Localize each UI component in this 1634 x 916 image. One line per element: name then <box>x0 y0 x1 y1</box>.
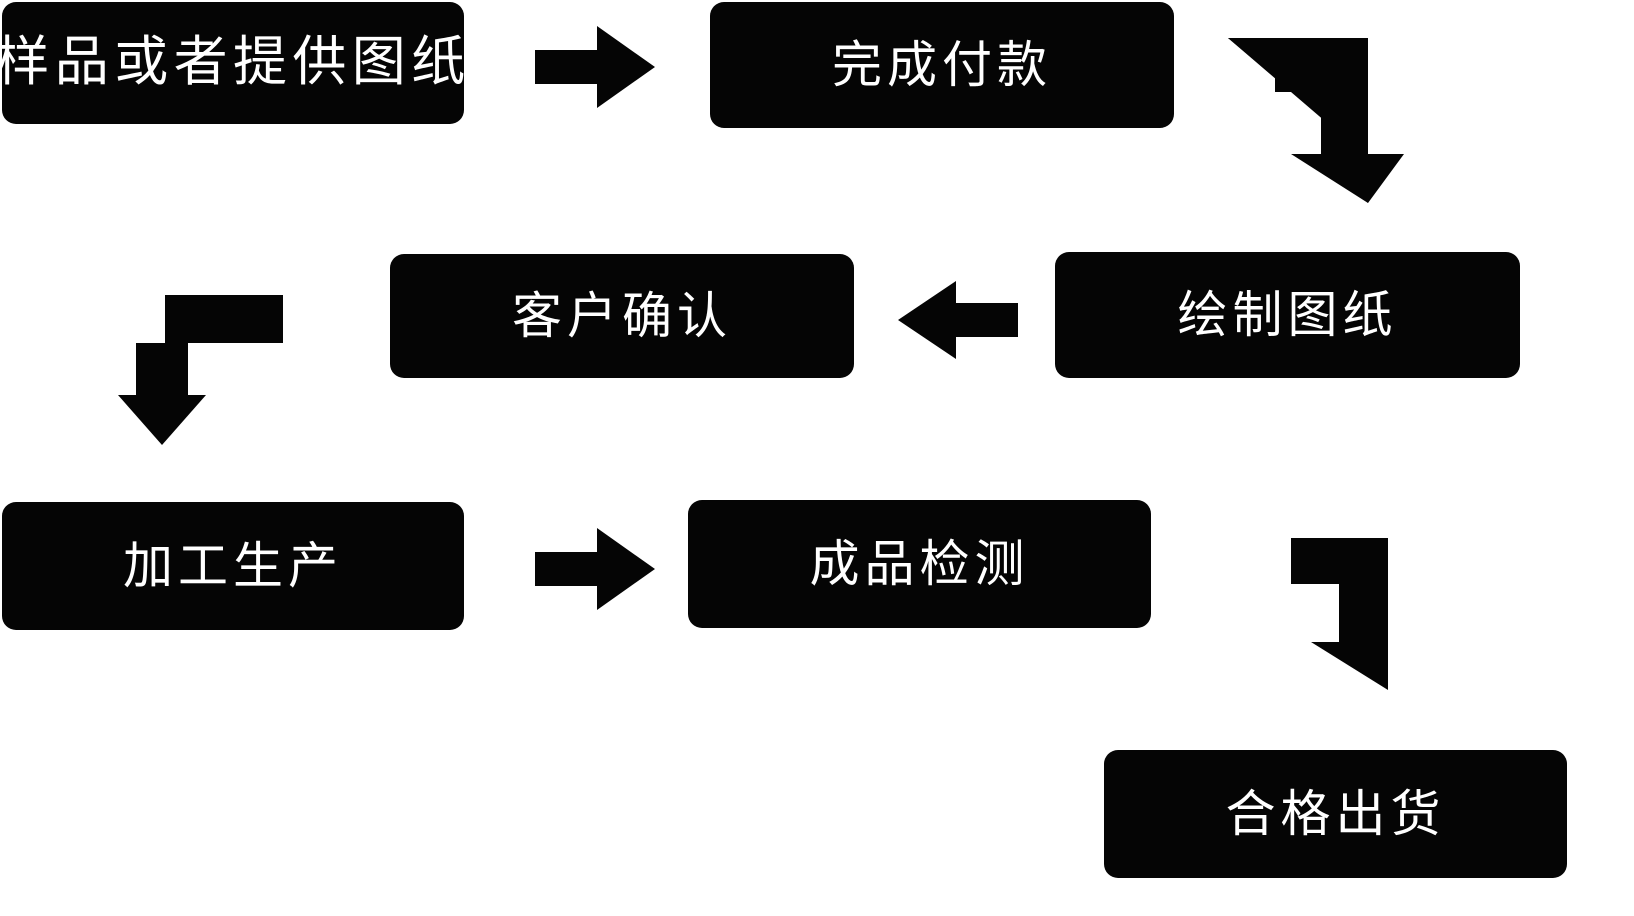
arrow-elbow-left-down-icon-confirm-to-production <box>118 295 283 445</box>
flow-node-qualified-shipment[interactable]: 合格出货 <box>1104 750 1567 878</box>
arrow-elbow-right-down-icon-inspection-to-shipment <box>1243 538 1388 690</box>
flow-node-finished-product-inspection[interactable]: 成品检测 <box>688 500 1151 628</box>
flow-node-processing-production[interactable]: 加工生产 <box>2 502 464 630</box>
flow-node-label: 合格出货 <box>1225 785 1446 842</box>
flow-node-label: 客户确认 <box>512 287 732 344</box>
arrow-elbow-right-down-icon-payment-to-drawing <box>1228 38 1404 203</box>
flow-node-complete-payment[interactable]: 完成付款 <box>710 2 1174 128</box>
flow-node-label: 成品检测 <box>809 535 1030 592</box>
flow-node-label: 绘制图纸 <box>1177 286 1398 343</box>
flow-node-customer-confirm[interactable]: 客户确认 <box>390 254 854 378</box>
arrow-right-icon-sample-to-payment <box>535 26 655 108</box>
arrow-right-icon-production-to-inspection <box>535 528 655 610</box>
flow-node-label: 完成付款 <box>832 36 1052 93</box>
flow-node-draw-drawing[interactable]: 绘制图纸 <box>1055 252 1520 378</box>
flow-node-label: 加工生产 <box>123 537 343 594</box>
flow-node-label: 样品或者提供图纸 <box>0 32 471 93</box>
flow-node-sample-or-drawing[interactable]: 样品或者提供图纸 <box>0 2 465 124</box>
arrow-left-icon-drawing-to-confirm <box>898 281 1018 359</box>
